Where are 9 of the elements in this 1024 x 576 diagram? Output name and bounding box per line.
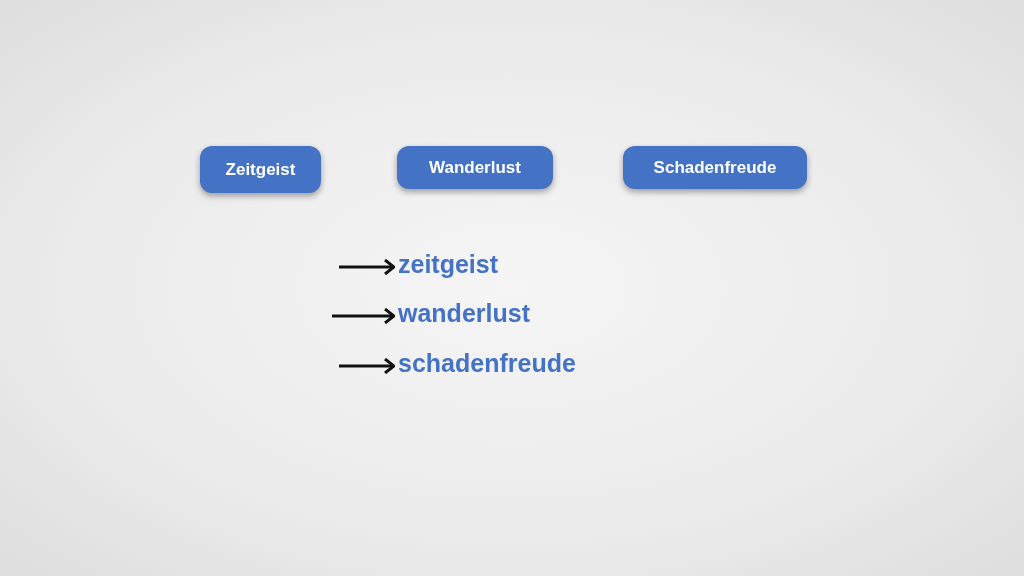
word-text: schadenfreude	[398, 347, 576, 381]
word-box: Schadenfreude	[623, 146, 807, 189]
word-text: wanderlust	[398, 297, 530, 331]
word-box: Zeitgeist	[200, 146, 321, 193]
arrow	[339, 258, 396, 276]
arrow	[339, 357, 396, 375]
word-box: Wanderlust	[397, 146, 553, 189]
word-text: zeitgeist	[398, 248, 499, 282]
arrow	[332, 307, 396, 325]
